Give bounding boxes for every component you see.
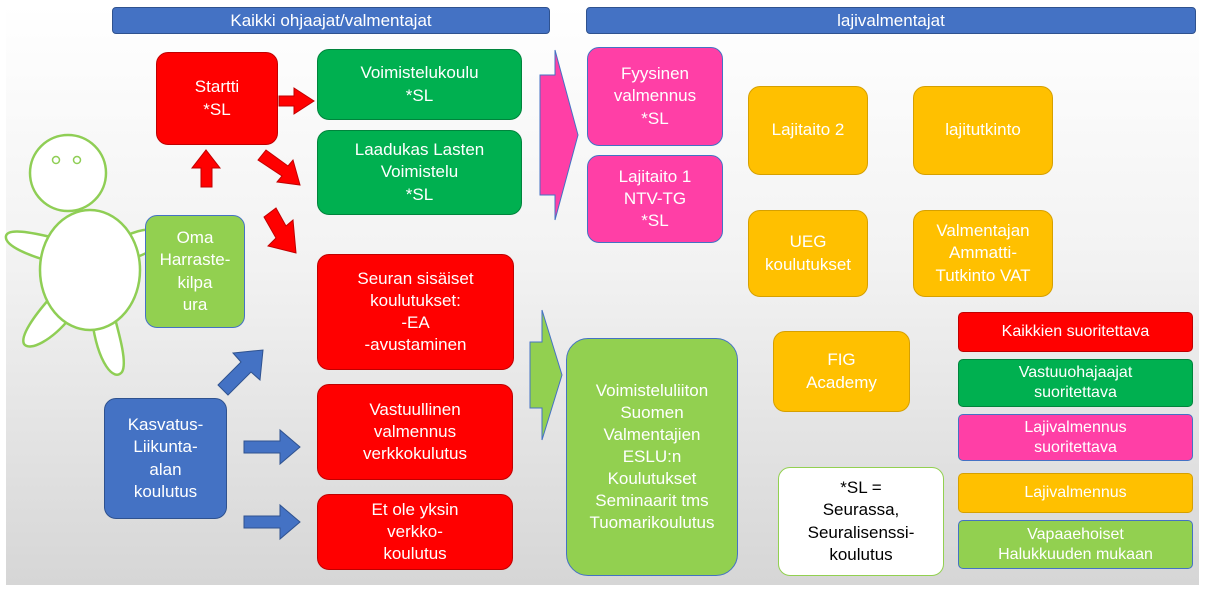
legend-vastuuohjaajat: Vastuuohajaajat suoritettava — [958, 359, 1193, 407]
arrow-icon — [539, 49, 579, 221]
box-laadukas-lasten-voimistelu: Laadukas Lasten Voimistelu *SL — [317, 130, 522, 215]
box-sl-note: *SL = Seurassa, Seuralisenssi- koulutus — [778, 467, 944, 576]
box-fyysinen-valmennus: Fyysinen valmennus *SL — [587, 47, 723, 146]
box-startti: Startti *SL — [156, 52, 278, 145]
legend-lajivalmennus-suoritettava: Lajivalmennus suoritettava — [958, 414, 1193, 461]
box-valmentajan-ammattitutkinto: Valmentajan Ammatti- Tutkinto VAT — [913, 210, 1053, 297]
person-head — [28, 133, 108, 213]
box-lajitaito-2: Lajitaito 2 — [748, 86, 868, 175]
box-et-ole-yksin: Et ole yksin verkko- koulutus — [317, 494, 513, 570]
legend-vapaaehtoiset: Vapaaehoiset Halukkuuden mukaan — [958, 520, 1193, 569]
box-oma-harraste: Oma Harraste- kilpa ura — [145, 215, 245, 328]
box-fig-academy: FIG Academy — [773, 331, 910, 412]
person-right-eye — [72, 155, 82, 165]
person-body — [38, 208, 142, 332]
box-voimistelukoulu: Voimistelukoulu *SL — [317, 49, 522, 120]
arrow-icon — [217, 349, 301, 541]
legend-lajivalmennus: Lajivalmennus — [958, 473, 1193, 513]
box-ueg-koulutukset: UEG koulutukset — [748, 210, 868, 297]
box-lajitutkinto: lajitutkinto — [913, 86, 1053, 175]
header-kaikki-ohjaajat: Kaikki ohjaajat/valmentajat — [112, 7, 550, 34]
arrow-icon — [190, 87, 315, 254]
person-left-eye — [51, 155, 61, 165]
box-seuran-sisaiset: Seuran sisäiset koulutukset: -EA -avusta… — [317, 254, 514, 370]
box-lajitaito-1: Lajitaito 1 NTV-TG *SL — [587, 155, 723, 243]
legend-kaikkien-suoritettava: Kaikkien suoritettava — [958, 312, 1193, 352]
arrow-icon — [529, 309, 563, 441]
box-voimisteluliitto: Voimisteluliiton Suomen Valmentajien ESL… — [566, 338, 738, 576]
header-lajivalmentajat: lajivalmentajat — [586, 7, 1196, 34]
box-vastuullinen-valmennus: Vastuullinen valmennus verkkokulutus — [317, 384, 513, 480]
box-kasvatus-liikunta: Kasvatus- Liikunta- alan koulutus — [104, 398, 227, 519]
